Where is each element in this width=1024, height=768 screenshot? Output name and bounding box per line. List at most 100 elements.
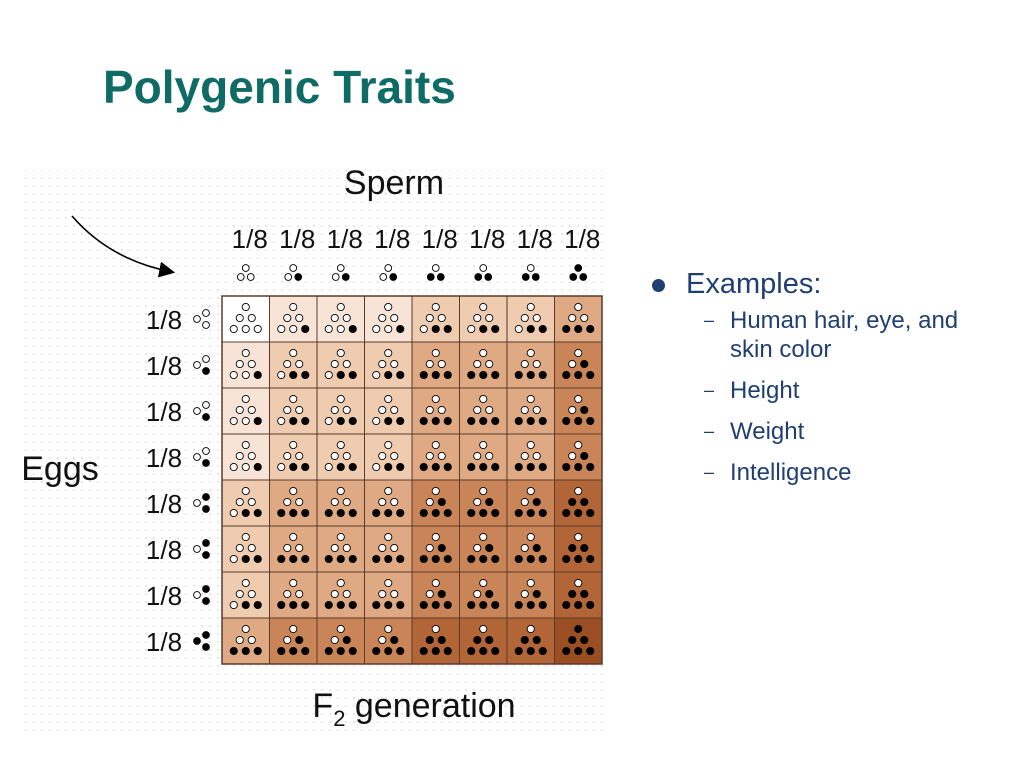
allele-dot <box>431 624 440 634</box>
allele-dot <box>479 302 488 312</box>
allele-dot <box>538 646 547 656</box>
punnett-cell <box>459 295 508 343</box>
allele-dot <box>485 497 494 507</box>
allele-dot <box>301 600 310 610</box>
allele-dot <box>301 508 310 518</box>
allele-dot <box>348 554 357 564</box>
allele-dot <box>473 359 482 369</box>
allele-dot <box>437 497 446 507</box>
gamete-dot <box>193 545 201 553</box>
allele-dot <box>473 635 482 645</box>
allele-dot <box>235 405 244 415</box>
sperm-fraction: 1/8 <box>469 224 505 254</box>
allele-dot <box>348 508 357 518</box>
punnett-cell <box>459 479 508 527</box>
allele-dot <box>526 486 535 496</box>
allele-dot <box>378 451 387 461</box>
gamete-dot <box>284 273 293 281</box>
allele-dot <box>277 554 286 564</box>
allele-dot <box>419 554 428 564</box>
allele-dot <box>586 554 595 564</box>
allele-dot <box>514 416 523 426</box>
allele-dot <box>520 543 529 553</box>
example-item-line: Height <box>730 377 800 404</box>
allele-dot <box>247 543 256 553</box>
allele-dot <box>372 554 381 564</box>
allele-dot <box>396 600 405 610</box>
allele-dot <box>419 370 428 380</box>
allele-dot <box>431 486 440 496</box>
allele-dot <box>301 370 310 380</box>
allele-dot <box>568 543 577 553</box>
allele-dot <box>336 416 345 426</box>
egg-fraction: 1/8 <box>146 627 182 657</box>
punnett-cell <box>506 341 555 389</box>
allele-dot <box>342 405 351 415</box>
punnett-cell <box>459 617 508 665</box>
allele-dot <box>467 600 476 610</box>
sperm-label: Sperm <box>344 164 444 202</box>
gamete-dot <box>202 505 210 513</box>
allele-dot <box>283 451 292 461</box>
allele-dot <box>277 600 286 610</box>
allele-dot <box>348 600 357 610</box>
allele-dot <box>431 646 440 656</box>
allele-dot <box>396 462 405 472</box>
allele-dot <box>526 646 535 656</box>
punnett-cell <box>316 617 365 665</box>
dash-icon: – <box>704 380 715 400</box>
allele-dot <box>324 462 333 472</box>
allele-dot <box>562 646 571 656</box>
allele-dot <box>574 508 583 518</box>
sperm-fraction: 1/8 <box>279 224 315 254</box>
punnett-cell <box>221 571 270 619</box>
allele-dot <box>431 348 440 358</box>
allele-dot <box>384 532 393 542</box>
allele-dot <box>485 405 494 415</box>
allele-dot <box>479 370 488 380</box>
allele-dot <box>514 324 523 334</box>
allele-dot <box>253 646 262 656</box>
bullet-examples: Examples: <box>648 262 1018 306</box>
allele-dot <box>384 554 393 564</box>
punnett-cell <box>459 525 508 573</box>
gamete-dot <box>246 273 255 281</box>
allele-dot <box>479 578 488 588</box>
punnett-cell <box>221 525 270 573</box>
example-item: – Height <box>704 376 1018 405</box>
allele-dot <box>372 416 381 426</box>
gamete-dot <box>202 413 210 421</box>
allele-dot <box>443 600 452 610</box>
punnett-cell <box>459 387 508 435</box>
gamete-dot <box>193 499 201 507</box>
allele-dot <box>235 635 244 645</box>
egg-fraction: 1/8 <box>146 397 182 427</box>
allele-dot <box>289 324 298 334</box>
allele-dot <box>514 646 523 656</box>
allele-dot <box>247 405 256 415</box>
allele-dot <box>485 451 494 461</box>
allele-dot <box>467 646 476 656</box>
allele-dot <box>384 394 393 404</box>
allele-dot <box>473 405 482 415</box>
allele-dot <box>562 370 571 380</box>
example-item-line: Intelligence <box>730 459 852 486</box>
gamete-dot <box>341 273 350 281</box>
allele-dot <box>419 324 428 334</box>
gamete-dot <box>202 309 210 317</box>
allele-dot <box>235 359 244 369</box>
allele-dot <box>431 508 440 518</box>
punnett-cell <box>364 433 413 481</box>
allele-dot <box>479 554 488 564</box>
punnett-cell <box>316 525 365 573</box>
punnett-cell <box>269 525 318 573</box>
allele-dot <box>491 554 500 564</box>
allele-dot <box>425 589 434 599</box>
allele-dot <box>532 313 541 323</box>
allele-dot <box>253 370 262 380</box>
allele-dot <box>241 646 250 656</box>
allele-dot <box>479 324 488 334</box>
allele-dot <box>396 646 405 656</box>
punnett-cell <box>506 479 555 527</box>
allele-dot <box>514 462 523 472</box>
